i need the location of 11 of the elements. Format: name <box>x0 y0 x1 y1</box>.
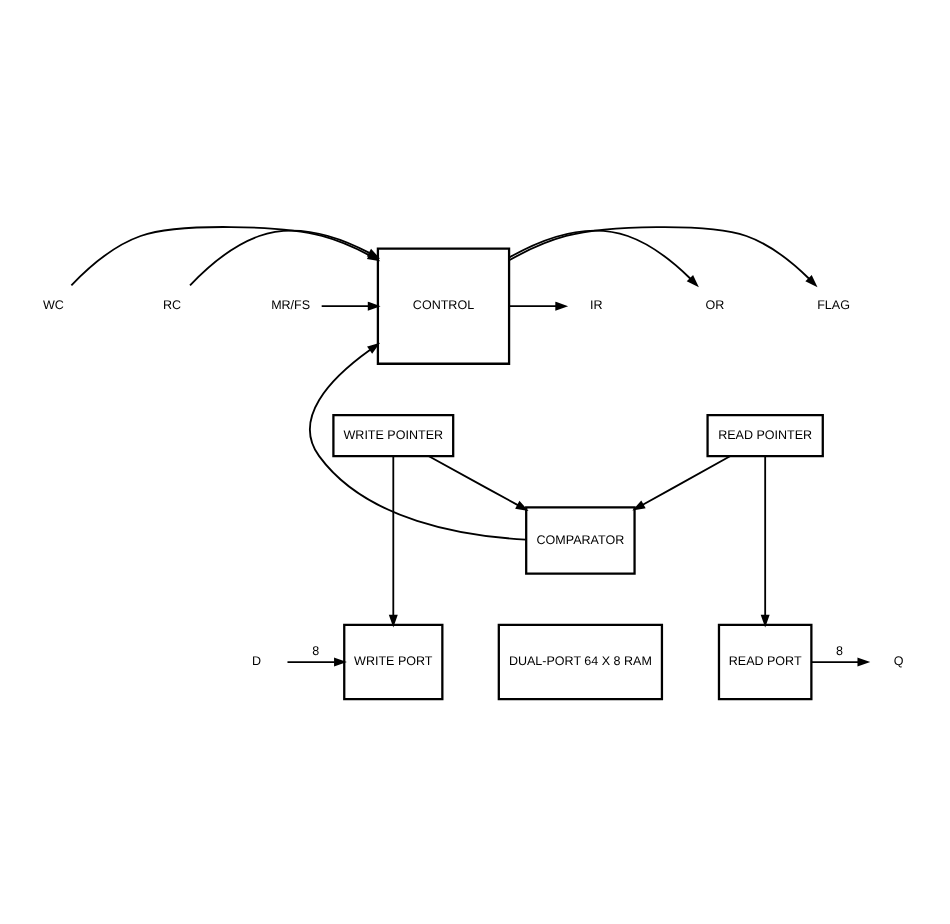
arrow <box>809 656 870 666</box>
arrow <box>427 454 528 510</box>
arrow <box>507 300 568 310</box>
arrow <box>507 228 698 287</box>
arrow <box>319 300 380 310</box>
arrow <box>631 454 730 510</box>
arrow <box>285 656 346 666</box>
arrow <box>308 341 526 540</box>
arrow <box>387 454 397 627</box>
arrow <box>759 454 769 627</box>
arrow <box>507 225 817 287</box>
